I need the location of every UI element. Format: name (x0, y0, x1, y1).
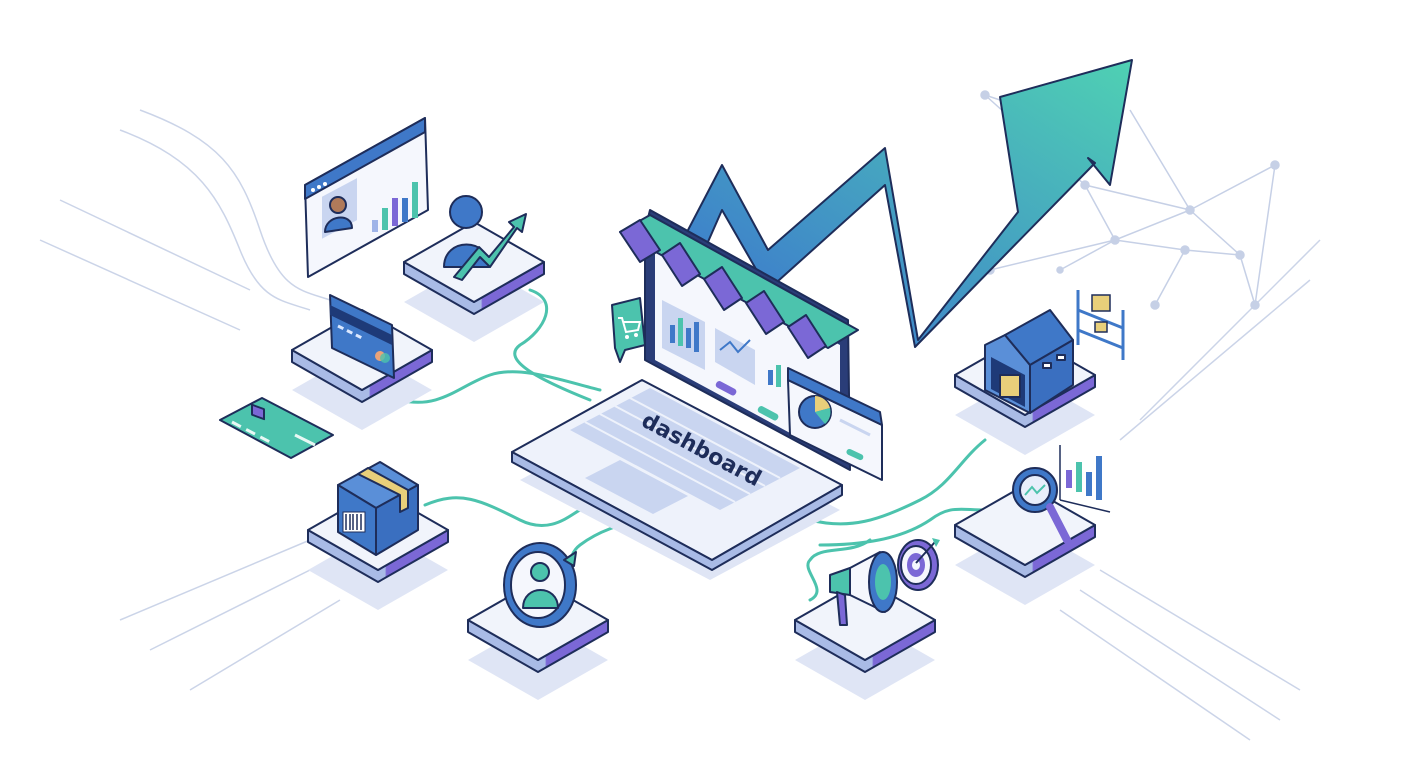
profile-window (304, 117, 429, 278)
node-shipping (307, 461, 449, 611)
bar-chart-icon (1059, 445, 1111, 513)
laptop: dashboard (511, 209, 859, 580)
cycle-arrow-icon (563, 551, 577, 567)
node-customer-growth (403, 195, 545, 343)
trackpad (585, 460, 688, 514)
background-flow-lines (39, 109, 1321, 741)
node-customer-retention (467, 542, 609, 701)
growth-arrow-shape (674, 59, 1133, 348)
avatar-icon (329, 196, 347, 214)
keyboard (570, 388, 800, 510)
rising-arrow-icon (453, 213, 527, 281)
node-payments (291, 294, 433, 431)
credit-card-teal-icon (219, 397, 334, 459)
package-box-icon (337, 461, 419, 556)
cart-bubble (611, 297, 646, 363)
megaphone-icon (829, 551, 898, 626)
shelf-icon (1076, 290, 1125, 360)
node-marketing (794, 551, 936, 701)
node-warehouse (954, 309, 1096, 456)
shopping-cart-icon (618, 317, 642, 334)
node-analytics (954, 467, 1096, 606)
store-awning (619, 214, 859, 359)
person-icon (449, 195, 483, 229)
warehouse-icon (984, 309, 1074, 414)
person-icon (530, 562, 550, 582)
target-icon (897, 538, 940, 591)
pie-chart-window (787, 367, 883, 481)
connector-lines (398, 288, 987, 602)
